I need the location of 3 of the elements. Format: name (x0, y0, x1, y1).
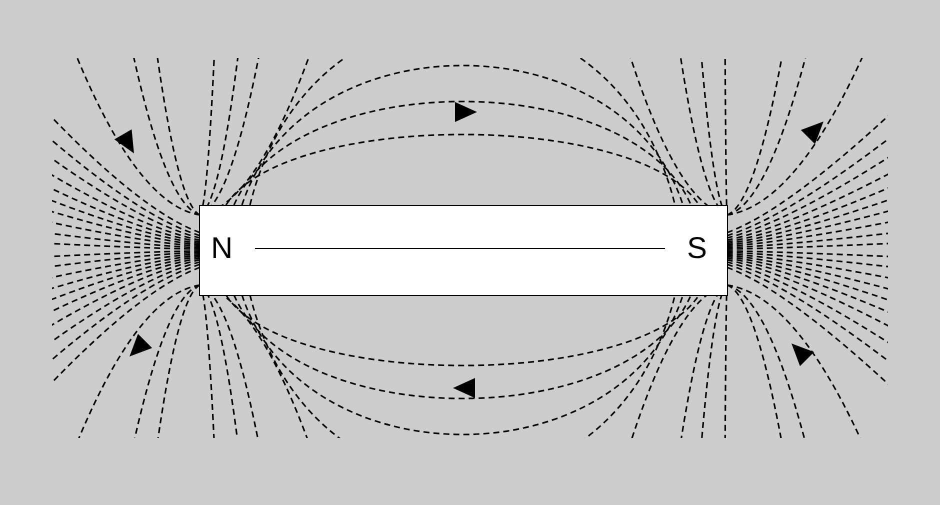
pole-label: N (211, 232, 233, 266)
bar-magnet (199, 205, 728, 296)
pole-label: S (686, 232, 707, 266)
